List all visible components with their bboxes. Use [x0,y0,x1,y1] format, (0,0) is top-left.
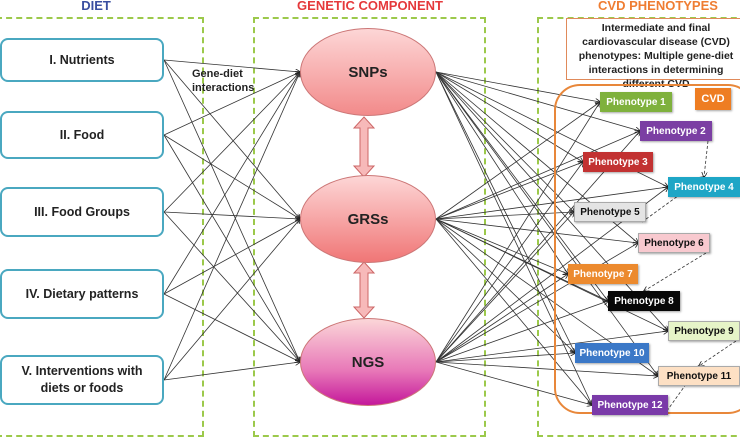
phenotype-9: Phenotype 9 [668,321,740,341]
gene3-to-phenotype3-link [435,162,583,363]
diet4-to-gene2-link [163,219,300,295]
gene2-to-phenotype4-link [435,187,668,220]
phenotype-6: Phenotype 6 [638,233,710,253]
gene1-to-phenotype8-link [435,71,608,301]
gene2-to-phenotype5-link [435,212,574,220]
diet5-to-gene2-link [163,219,300,381]
diet4-to-gene1-link [163,72,300,295]
cvd-section-title: CVD PHENOTYPES [598,0,718,13]
gene3-to-phenotype8-link [435,301,608,363]
gene3-to-phenotype9-link [435,331,668,363]
gene1-to-phenotype2-link [435,71,640,131]
phenotype-2: Phenotype 2 [640,121,712,141]
phenotype5-to-phenotype4-dashed-link [641,177,704,223]
phenotype2-to-phenotype4-dashed-link [704,140,709,177]
gene-diet-interactions-label: Gene-diet interactions [192,68,255,94]
gene1-to-phenotype9-link [435,71,668,331]
diet-item-food: II. Food [0,111,164,159]
cvd-description: Intermediate and final cardiovascular di… [566,18,740,90]
diet-item-interventions: V. Interventions with diets or foods [0,355,164,405]
diet-section-title: DIET [81,0,111,13]
diet2-to-gene3-link [163,134,300,362]
diet-item-nutrients: I. Nutrients [0,38,164,82]
gene1-to-phenotype3-link [435,71,583,162]
snps-node: SNPs [300,28,436,116]
phenotype-10: Phenotype 10 [575,343,649,363]
diet-item-food-groups: III. Food Groups [0,187,164,237]
diet-gene-links [163,59,300,381]
gene2-to-phenotype1-link [435,102,600,220]
gene2-to-phenotype6-link [435,218,638,243]
diet5-to-gene3-link [163,362,300,381]
gene1-to-phenotype7-link [435,71,568,274]
phenotype-1: Phenotype 1 [600,92,672,112]
diet2-to-gene2-link [163,134,300,219]
diet5-to-gene1-link [163,72,300,381]
genetic-section-title: GENETIC COMPONENT [297,0,443,13]
grss-ngs-double-arrow [352,261,376,319]
gene3-to-phenotype11-link [435,361,658,376]
phenotype-11: Phenotype 11 [658,366,740,386]
ngs-node: NGS [300,318,436,406]
gene2-to-phenotype3-link [435,162,583,220]
diet1-to-gene3-link [163,59,300,362]
gene1-to-phenotype11-link [435,71,658,376]
phenotype-7: Phenotype 7 [568,264,638,284]
phenotype-4: Phenotype 4 [668,177,740,197]
diet1-to-gene1-link [163,59,300,72]
gene3-to-phenotype10-link [435,353,575,363]
diet4-to-gene3-link [163,293,300,362]
gene3-to-phenotype1-link [435,102,600,363]
gene1-to-phenotype10-link [435,71,575,353]
phenotype-3: Phenotype 3 [583,152,653,172]
gene1-to-phenotype5-link [435,71,574,212]
phenotype-8: Phenotype 8 [608,291,680,311]
gene-phenotype-links [435,71,668,405]
gene3-to-phenotype7-link [435,274,568,363]
gene2-to-phenotype2-link [435,131,640,220]
diet-item-dietary-patterns: IV. Dietary patterns [0,269,164,319]
grss-node: GRSs [300,175,436,263]
phenotype9-to-phenotype11-dashed-link [699,340,737,366]
diet3-to-gene3-link [163,211,300,362]
diet3-to-gene1-link [163,72,300,213]
diet2-to-gene1-link [163,72,300,136]
snps-grss-double-arrow [352,116,376,178]
gene3-to-phenotype5-link [435,212,574,363]
diet3-to-gene2-link [163,211,300,219]
gene2-to-phenotype12-link [435,218,592,405]
phenotype-5: Phenotype 5 [574,202,646,222]
diet1-to-gene2-link [163,59,300,219]
phenotype6-to-phenotype8-dashed-link [644,252,707,291]
cvd-badge: CVD [695,88,731,110]
gene2-to-phenotype7-link [435,218,568,274]
gene3-to-phenotype6-link [435,243,638,363]
phenotype-12: Phenotype 12 [592,395,668,415]
